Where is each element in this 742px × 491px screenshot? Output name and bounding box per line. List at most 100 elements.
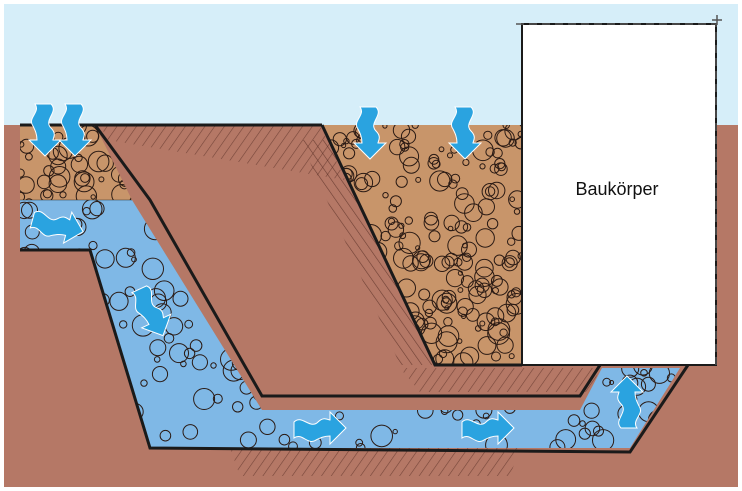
pebble: [489, 163, 500, 174]
pebble: [109, 291, 129, 311]
pebble: [343, 147, 356, 160]
pebble: [418, 288, 431, 301]
pebble: [388, 204, 398, 213]
pebble: [419, 253, 434, 268]
pebble: [476, 312, 496, 332]
pebble: [288, 441, 298, 448]
pebble: [454, 220, 469, 234]
pebble: [400, 128, 417, 144]
water-up-arrow-icon: [609, 375, 645, 429]
pebble: [119, 320, 128, 329]
pebble: [453, 352, 474, 365]
pebble: [415, 245, 421, 251]
pebble: [394, 241, 404, 251]
pebble: [447, 152, 453, 159]
pebble: [479, 320, 486, 327]
pebble: [141, 257, 165, 280]
pebble: [98, 176, 105, 183]
pebble: [48, 166, 71, 188]
pebble: [456, 254, 474, 271]
pebble: [490, 317, 500, 327]
pebble: [389, 195, 402, 208]
pebble: [549, 439, 566, 448]
pebble: [461, 241, 477, 258]
pebble: [80, 173, 90, 183]
pebble: [96, 154, 114, 172]
pebble: [450, 173, 461, 184]
pebble: [364, 170, 381, 188]
pebble: [496, 129, 515, 148]
pebble: [423, 215, 440, 231]
pebble: [59, 191, 67, 199]
pebble: [444, 305, 450, 311]
pebble: [392, 428, 398, 435]
pebble: [579, 420, 586, 427]
pebble: [490, 274, 503, 287]
pebble: [584, 420, 601, 437]
pebble: [153, 280, 175, 302]
hatching-top: [100, 125, 345, 180]
pebble: [126, 248, 136, 257]
building-label: Baukörper: [575, 179, 658, 199]
pebble: [486, 307, 505, 326]
pebble: [428, 230, 441, 243]
pebble: [332, 132, 347, 147]
pebble: [443, 317, 453, 327]
pebble: [151, 366, 169, 383]
pebble: [457, 270, 463, 276]
pebble: [491, 278, 509, 296]
pebble: [455, 187, 469, 201]
pebble: [474, 266, 495, 287]
water-down-arrow-icon: [352, 106, 388, 160]
pebble: [509, 196, 516, 202]
pebble: [567, 414, 581, 427]
pebble: [184, 319, 194, 329]
water-flow-arrow-icon: [130, 285, 172, 337]
pebble: [210, 362, 217, 369]
pebble: [140, 379, 148, 387]
pebble: [20, 201, 33, 220]
water-down-arrow-icon: [57, 103, 93, 157]
pebble: [20, 168, 25, 178]
pebble: [42, 189, 53, 199]
hatching-bottom: [400, 368, 600, 392]
pebble: [491, 351, 501, 362]
pebble: [416, 250, 430, 264]
pebble: [183, 347, 196, 360]
pebble: [479, 163, 486, 170]
pebble: [436, 292, 458, 314]
pebble: [382, 125, 388, 129]
pebble: [278, 433, 291, 446]
pebble: [437, 171, 453, 188]
pebble: [427, 157, 441, 170]
water-down-arrow-icon: [27, 103, 63, 157]
water-down-arrow-icon: [447, 106, 483, 160]
pebble: [398, 231, 421, 254]
pebble: [70, 155, 89, 174]
pebble: [48, 145, 68, 166]
pebble: [380, 230, 391, 242]
pebble: [20, 138, 35, 154]
pebble: [20, 191, 26, 200]
water-arrows: [27, 103, 645, 446]
pebble: [468, 285, 487, 305]
pebble: [159, 429, 172, 442]
pebble: [95, 249, 115, 269]
pebble: [474, 325, 482, 332]
water-flow-arrow-icon: [293, 410, 347, 446]
pebble: [602, 377, 612, 387]
pebble: [494, 162, 508, 176]
pebble: [513, 208, 521, 215]
pebble: [477, 336, 497, 355]
pebble: [20, 176, 35, 194]
pebble: [387, 221, 405, 238]
pebble: [411, 125, 419, 129]
pebble: [504, 257, 515, 268]
pebble: [25, 152, 33, 161]
pebble: [389, 138, 406, 156]
pebble: [353, 172, 374, 193]
pebble: [191, 354, 208, 371]
pebble: [467, 280, 485, 297]
pebble: [454, 193, 475, 214]
